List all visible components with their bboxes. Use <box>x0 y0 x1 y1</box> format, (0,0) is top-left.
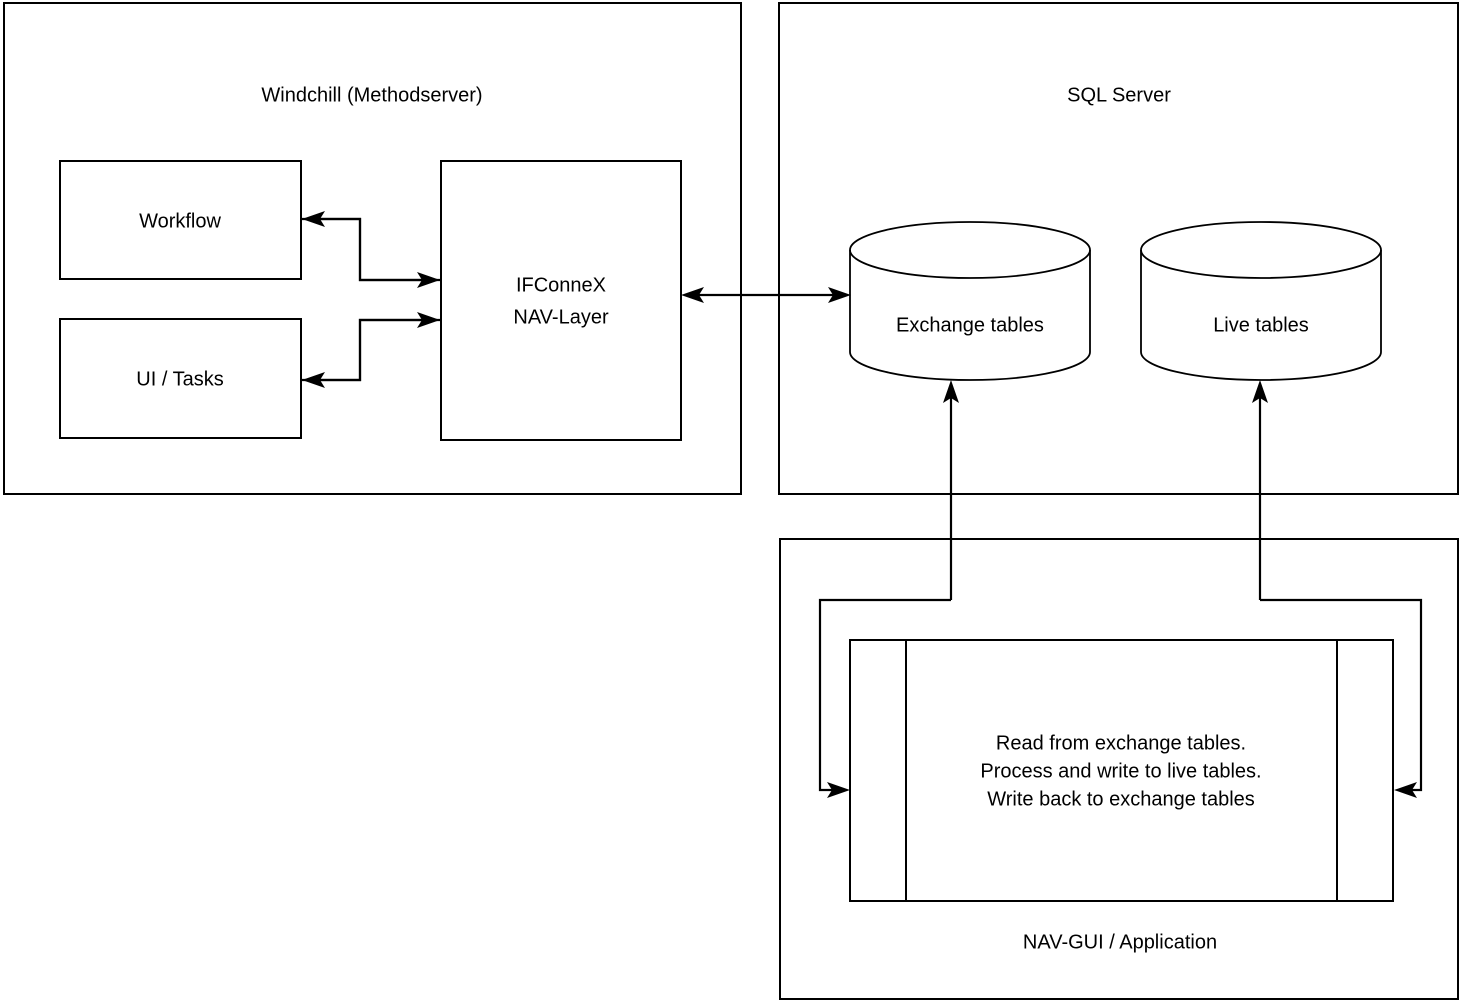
node-workflow[interactable]: Workflow <box>60 161 301 279</box>
cylinder-live-tables-body[interactable] <box>1141 250 1381 380</box>
connector-loop-left-path <box>818 598 951 792</box>
arrowhead-exchange-to-ifconnex <box>681 287 704 303</box>
process-box-line-3: Write back to exchange tables <box>987 788 1255 810</box>
connector-ifconnex-to-ui-tasks-path <box>318 318 441 382</box>
arrowhead-to-ifconnex-upper <box>417 272 440 288</box>
arrowhead-ifconnex-to-exchange <box>828 287 851 303</box>
connector-navgui-to-live-tables <box>1252 380 1268 600</box>
node-workflow-label: Workflow <box>139 210 221 232</box>
arrowhead-loop-left-into-process-box <box>827 782 850 798</box>
connector-ifconnex-to-workflow-path <box>318 217 441 282</box>
connector-ui-tasks-to-ifconnex-path <box>301 318 424 382</box>
container-nav-gui-title: NAV-GUI / Application <box>1023 931 1217 953</box>
arrowhead-loop-right-into-process-box <box>1394 782 1417 798</box>
cylinder-live-tables[interactable]: Live tables <box>1141 222 1381 380</box>
connector-workflow-to-ifconnex-path <box>301 217 424 282</box>
cylinder-exchange-tables[interactable]: Exchange tables <box>850 222 1090 380</box>
container-sql-server-title: SQL Server <box>1067 84 1171 106</box>
process-box-border[interactable] <box>850 640 1393 901</box>
container-nav-gui-border <box>780 539 1458 999</box>
container-windchill-title: Windchill (Methodserver) <box>261 84 482 106</box>
arrowhead-to-exchange-tables <box>943 380 959 403</box>
connector-loop-right <box>1260 598 1423 798</box>
node-ui-tasks-label: UI / Tasks <box>136 368 223 390</box>
node-ifconnex-label-line1: IFConneX <box>516 274 606 296</box>
cylinder-exchange-tables-label: Exchange tables <box>896 314 1044 336</box>
container-sql-server: SQL Server <box>779 3 1458 494</box>
container-nav-gui: NAV-GUI / Application <box>780 539 1458 999</box>
container-windchill-border <box>4 3 741 494</box>
connector-loop-right-path <box>1260 598 1423 792</box>
node-ui-tasks[interactable]: UI / Tasks <box>60 319 301 438</box>
node-ifconnex-nav-layer[interactable]: IFConneX NAV-Layer <box>441 161 681 440</box>
arrowhead-to-ui-tasks <box>302 372 325 388</box>
connector-navgui-to-exchange-tables <box>943 380 959 600</box>
node-ui-tasks-border[interactable] <box>60 319 301 438</box>
node-ifconnex-border[interactable] <box>441 161 681 440</box>
cylinder-live-tables-top <box>1141 222 1381 278</box>
node-ifconnex-label-line2: NAV-Layer <box>513 306 609 328</box>
connector-ifconnex-to-ui-tasks <box>302 318 441 388</box>
cylinder-exchange-tables-top <box>850 222 1090 278</box>
cylinder-live-tables-label: Live tables <box>1213 314 1309 336</box>
arrowhead-to-live-tables <box>1252 380 1268 403</box>
connector-ifconnex-to-workflow <box>302 211 441 282</box>
container-windchill: Windchill (Methodserver) <box>4 3 741 494</box>
connector-ifconnex-exchange-tables <box>681 287 851 303</box>
process-box-line-2: Process and write to live tables. <box>980 760 1261 782</box>
process-box[interactable]: Read from exchange tables. Process and w… <box>850 640 1393 901</box>
connector-loop-left <box>818 598 951 798</box>
process-box-line-1: Read from exchange tables. <box>996 732 1246 754</box>
connector-ui-tasks-to-ifconnex <box>301 312 440 382</box>
connector-workflow-to-ifconnex <box>301 217 440 288</box>
container-sql-server-border <box>779 3 1458 494</box>
cylinder-exchange-tables-body[interactable] <box>850 250 1090 380</box>
